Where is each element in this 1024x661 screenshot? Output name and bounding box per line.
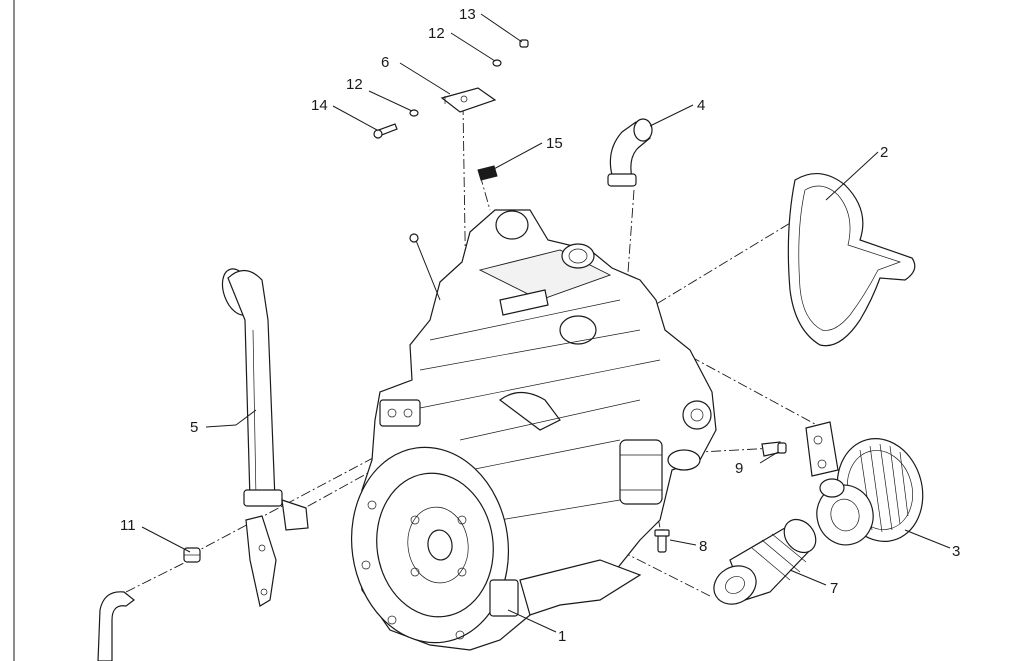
belt-part-2 xyxy=(787,173,916,347)
callout-8: 8 xyxy=(699,538,707,555)
hose-elbow-part-4 xyxy=(607,118,653,187)
callout-14: 14 xyxy=(311,97,328,114)
washer-part-12-upper xyxy=(492,59,502,67)
callout-7: 7 xyxy=(830,580,838,597)
lower-left-hose xyxy=(97,591,135,661)
callout-1: 1 xyxy=(558,628,566,645)
callout-6: 6 xyxy=(381,54,389,71)
leader-lines xyxy=(141,13,951,633)
alternator-part-3 xyxy=(805,421,924,546)
washer-part-12-lower xyxy=(409,109,419,117)
engine-block-part-1 xyxy=(350,209,717,651)
bracket-part-6 xyxy=(440,87,497,113)
plate-part-15 xyxy=(477,165,498,181)
callout-labels: 13 12 6 12 14 15 4 2 5 11 9 3 8 7 1 xyxy=(120,6,960,645)
callout-12-upper: 12 xyxy=(428,25,445,42)
callout-11: 11 xyxy=(120,517,136,534)
callout-4: 4 xyxy=(697,97,705,114)
callout-5: 5 xyxy=(190,419,198,436)
fitting-part-8 xyxy=(654,529,670,553)
callout-3: 3 xyxy=(952,543,960,560)
callout-2: 2 xyxy=(880,144,888,161)
exhaust-pipe-part-5 xyxy=(221,268,309,607)
callout-15: 15 xyxy=(546,135,563,152)
starter-motor-part-7 xyxy=(713,518,817,605)
bolt-part-14 xyxy=(373,123,398,139)
callout-9: 9 xyxy=(735,460,743,477)
callout-13: 13 xyxy=(459,6,476,23)
callout-12-lower: 12 xyxy=(346,76,363,93)
